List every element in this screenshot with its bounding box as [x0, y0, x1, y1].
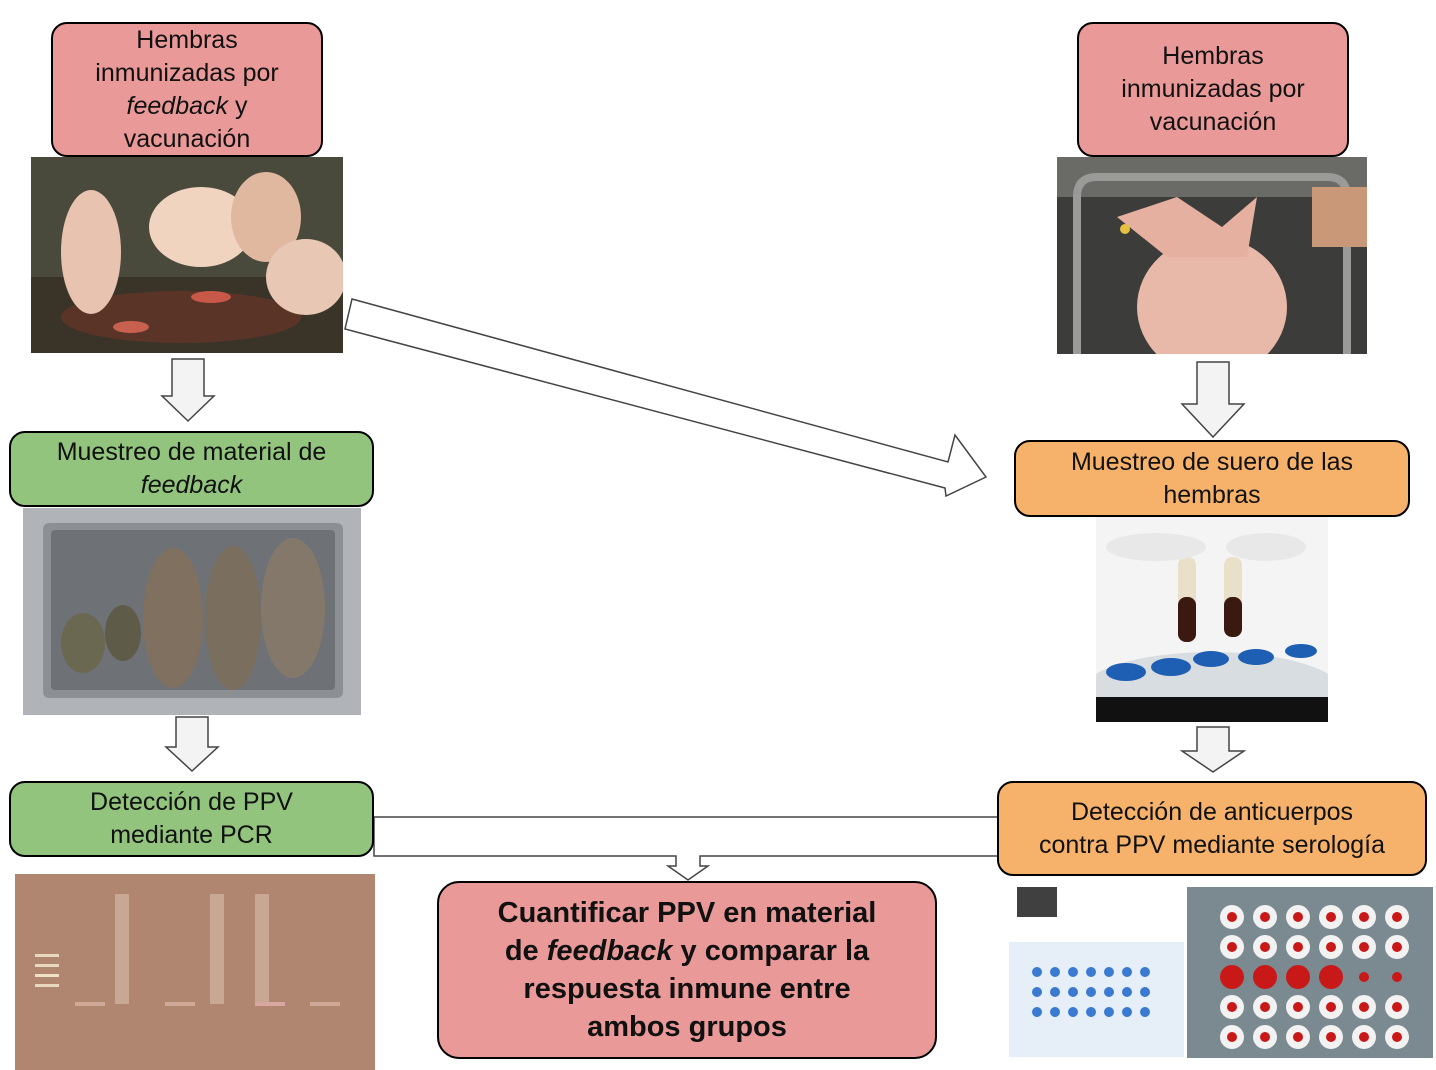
merge-connector: [373, 816, 999, 881]
box-text: y: [228, 91, 248, 120]
box-serology-detection: Detección de anticuerpos contra PPV medi…: [997, 781, 1427, 876]
down-arrow-3: [1180, 361, 1246, 439]
box-line: Cuantificar PPV en material: [497, 897, 877, 929]
box-line: ambos grupos: [587, 1011, 787, 1043]
box-line: vacunación: [123, 124, 251, 153]
box-line: Hembras: [1162, 42, 1264, 70]
diagonal-arrow: [344, 298, 988, 498]
box-line: Detección de anticuerpos: [1070, 797, 1354, 826]
pig-in-crate-photo: [1057, 157, 1367, 354]
fetuses-on-tray-photo: [23, 508, 361, 715]
box-line: inmunizadas por: [95, 58, 279, 87]
box-line: Muestreo de suero de las: [1070, 447, 1354, 476]
box-line: inmunizadas por: [1121, 75, 1305, 103]
box-line: feedback: [141, 469, 242, 502]
italic-term: feedback: [140, 471, 243, 499]
down-arrow-4: [1179, 726, 1247, 773]
italic-term: feedback: [126, 91, 228, 120]
box-final-objective: Cuantificar PPV en material de feedback …: [437, 881, 937, 1059]
box-line: Hembras: [136, 25, 238, 54]
box-serum-sampling: Muestreo de suero de las hembras: [1014, 440, 1410, 517]
electrophoresis-gel-photo: [15, 874, 375, 1070]
pig-group-photo: [31, 157, 343, 353]
box-line: de feedback y comparar la: [505, 932, 869, 970]
box-line: Muestreo de material de: [56, 438, 327, 466]
microplate-serology-photo: [997, 882, 1433, 1058]
down-arrow-2: [164, 716, 220, 773]
box-line: contra PPV mediante serología: [1038, 830, 1386, 859]
box-line: Detección de PPV: [90, 788, 293, 816]
blood-tubes-centrifuge-photo: [1096, 517, 1328, 722]
box-feedback-vaccination-sows: Hembras inmunizadas por feedback y vacun…: [51, 22, 323, 157]
box-line: vacunación: [1149, 108, 1277, 136]
box-vaccination-sows: Hembras inmunizadas por vacunación: [1077, 22, 1349, 157]
italic-term: feedback: [546, 935, 673, 967]
box-text: y comparar la: [672, 935, 870, 967]
box-feedback-sampling: Muestreo de material de feedback: [9, 431, 374, 507]
box-line: respuesta inmune entre: [523, 973, 851, 1005]
down-arrow-1: [160, 358, 216, 423]
box-line: feedback y: [127, 90, 248, 123]
box-line: hembras: [1163, 480, 1261, 509]
box-line: mediante PCR: [110, 821, 273, 849]
box-pcr-detection: Detección de PPV mediante PCR: [9, 781, 374, 857]
box-text: de: [504, 935, 547, 967]
